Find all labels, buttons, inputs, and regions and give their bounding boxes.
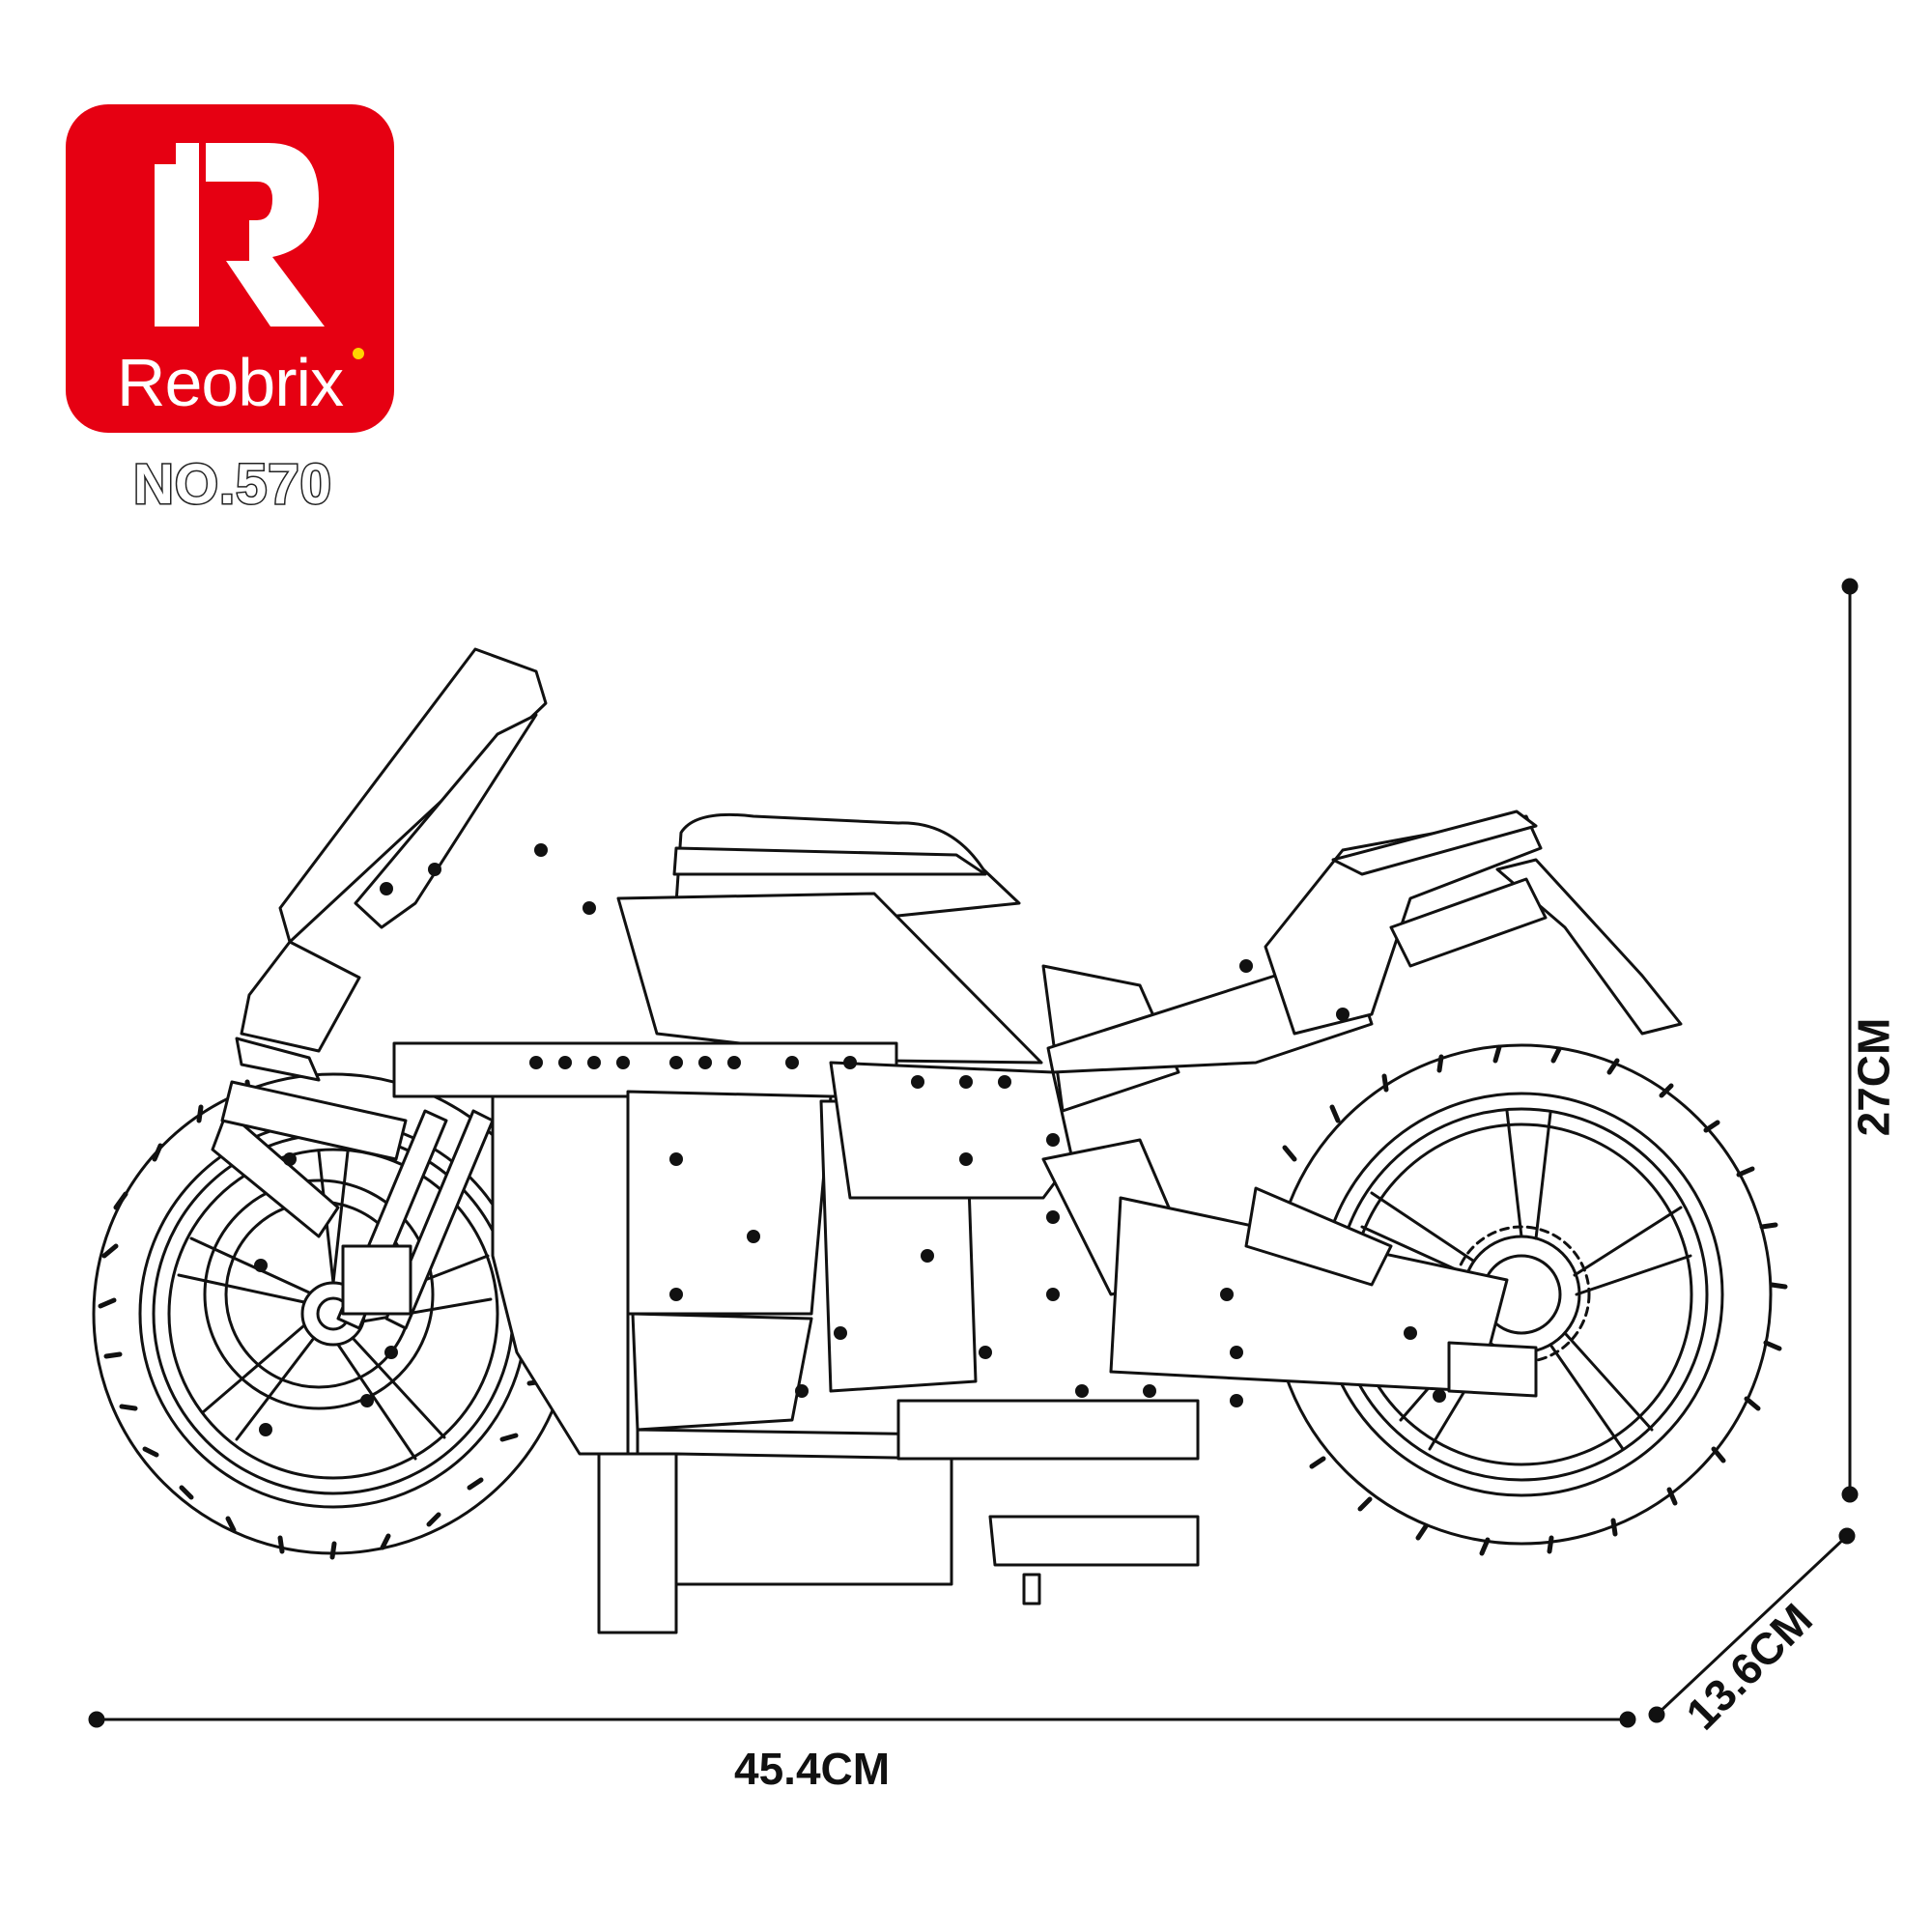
fuel-tank xyxy=(616,812,1043,1065)
rivets xyxy=(254,843,1446,1436)
swingarm xyxy=(1109,1186,1538,1398)
brand-logo: Reobrix xyxy=(66,104,394,433)
underside xyxy=(988,1515,1200,1605)
front-fairing xyxy=(235,647,548,1082)
brand-wordmark: Reobrix xyxy=(116,345,344,420)
model-number: NO.570 xyxy=(132,452,333,518)
height-label: 27CM xyxy=(1848,1017,1899,1137)
dimension-lines xyxy=(88,578,1859,1728)
seat-tail xyxy=(1046,810,1683,1074)
reobrix-r-icon xyxy=(155,143,364,359)
length-label: 45.4CM xyxy=(734,1744,891,1794)
front-fork xyxy=(211,1080,495,1330)
